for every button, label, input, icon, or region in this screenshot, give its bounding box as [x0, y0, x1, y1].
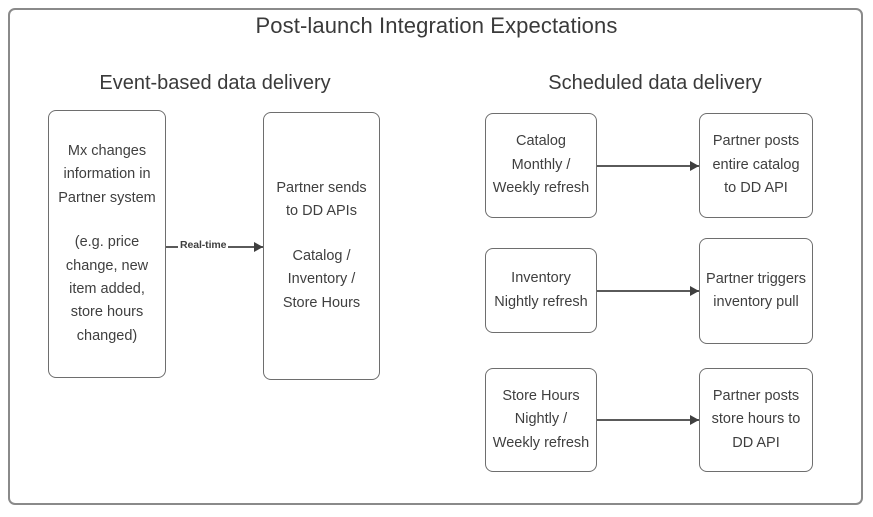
diagram-title: Post-launch Integration Expectations: [255, 13, 618, 38]
node-partner-triggers-inventory-pull[interactable]: Partner triggers inventory pull: [699, 238, 813, 344]
node-mx-changes-information[interactable]: Mx changes information in Partner system…: [48, 110, 166, 378]
node-mx-changes-paragraph-1: Mx changes information in Partner system: [58, 142, 156, 206]
node-partner-posts-store-hours-text: Partner posts store hours to DD API: [711, 387, 801, 451]
connector-store-hours-row: [597, 415, 699, 425]
connector-catalog-row: [597, 161, 699, 171]
node-inventory-refresh-trigger[interactable]: Inventory Nightly refresh: [485, 248, 597, 333]
column-heading-event-based: Event-based data delivery: [99, 72, 331, 94]
column-heading-scheduled: Scheduled data delivery: [548, 72, 762, 94]
node-catalog-refresh-text: Catalog Monthly / Weekly refresh: [492, 133, 590, 197]
node-partner-posts-catalog-text: Partner posts entire catalog to DD API: [712, 133, 800, 197]
node-partner-sends-paragraph-2: Catalog / Inventory / Store Hours: [282, 247, 361, 311]
connector-catalog-line: [597, 165, 699, 167]
arrow-head-icon: [690, 415, 699, 425]
node-store-hours-refresh-trigger[interactable]: Store Hours Nightly / Weekly refresh: [485, 368, 597, 472]
node-mx-changes-paragraph-2: (e.g. price change, new item added, stor…: [65, 234, 149, 344]
node-partner-posts-store-hours[interactable]: Partner posts store hours to DD API: [699, 368, 813, 472]
node-partner-triggers-inventory-text: Partner triggers inventory pull: [706, 270, 806, 310]
arrow-head-icon: [690, 286, 699, 296]
connector-store-hours-line: [597, 419, 699, 421]
node-inventory-refresh-text: Inventory Nightly refresh: [494, 270, 588, 310]
connector-inventory-line: [597, 290, 699, 292]
node-partner-posts-entire-catalog[interactable]: Partner posts entire catalog to DD API: [699, 113, 813, 218]
connector-real-time: Real-time: [166, 239, 263, 252]
connector-inventory-row: [597, 286, 699, 296]
node-partner-sends-to-dd-apis[interactable]: Partner sends to DD APIs Catalog / Inven…: [263, 112, 380, 380]
arrow-head-icon: [254, 242, 263, 252]
node-store-hours-refresh-text: Store Hours Nightly / Weekly refresh: [492, 387, 590, 451]
node-partner-sends-paragraph-1: Partner sends to DD APIs: [276, 179, 367, 220]
arrow-head-icon: [690, 161, 699, 171]
connector-real-time-label: Real-time: [178, 239, 229, 251]
node-catalog-refresh-trigger[interactable]: Catalog Monthly / Weekly refresh: [485, 113, 597, 218]
